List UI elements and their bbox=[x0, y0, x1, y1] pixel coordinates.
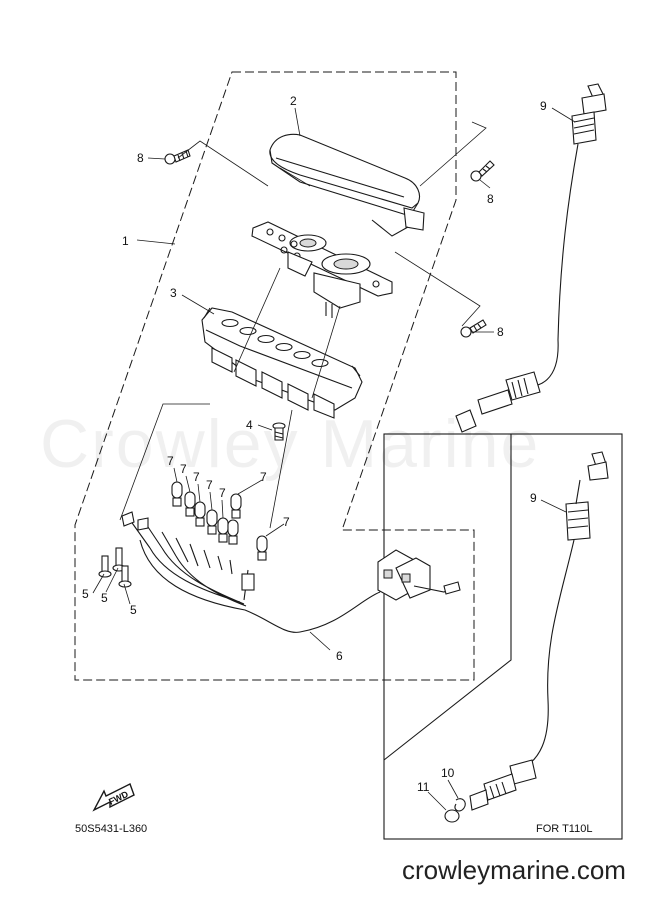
callout-9b[interactable]: 9 bbox=[530, 491, 537, 505]
leader-3 bbox=[181, 294, 215, 315]
callout-5b[interactable]: 5 bbox=[101, 591, 108, 605]
watermark: Crowley Marine bbox=[40, 406, 541, 482]
wire-harness[interactable] bbox=[121, 511, 461, 633]
callout-11[interactable]: 11 bbox=[417, 780, 430, 794]
callout-7e[interactable]: 7 bbox=[219, 486, 226, 500]
leader-7 bbox=[173, 467, 285, 537]
site-link[interactable]: crowleymarine.com bbox=[402, 855, 626, 885]
leader-8-left bbox=[177, 140, 311, 187]
screw-8-right-top[interactable] bbox=[470, 160, 495, 182]
callout-7f[interactable]: 7 bbox=[260, 470, 267, 484]
screw-5-group[interactable] bbox=[98, 547, 132, 588]
callout-8b[interactable]: 8 bbox=[487, 192, 494, 206]
meter-case[interactable] bbox=[201, 307, 363, 419]
leader-6 bbox=[309, 631, 331, 651]
callout-5a[interactable]: 5 bbox=[82, 587, 89, 601]
callout-8c[interactable]: 8 bbox=[497, 325, 504, 339]
callout-9a[interactable]: 9 bbox=[540, 99, 547, 113]
leader-8-right-bottom bbox=[394, 251, 481, 327]
variant-label: FOR T110L bbox=[536, 823, 593, 835]
speedometer-cable-main[interactable] bbox=[455, 83, 607, 433]
leader-4 bbox=[257, 424, 273, 431]
screw-4[interactable] bbox=[272, 422, 286, 441]
leader-plate-case bbox=[233, 267, 341, 399]
callout-7b[interactable]: 7 bbox=[180, 462, 187, 476]
leader-5 bbox=[92, 567, 131, 605]
leader-10 bbox=[447, 779, 459, 799]
leader-8 bbox=[147, 157, 494, 333]
callout-7a[interactable]: 7 bbox=[167, 454, 174, 468]
variant-box-divider bbox=[383, 434, 512, 761]
callout-3[interactable]: 3 bbox=[170, 286, 177, 300]
callout-7d[interactable]: 7 bbox=[206, 478, 213, 492]
meter-plate[interactable] bbox=[251, 221, 393, 318]
callout-10[interactable]: 10 bbox=[441, 766, 455, 780]
callout-4[interactable]: 4 bbox=[246, 418, 253, 432]
speedometer-cable-t110l[interactable] bbox=[469, 451, 609, 811]
leader-1 bbox=[136, 239, 176, 245]
screw-8-right-bottom[interactable] bbox=[460, 319, 487, 338]
callout-8a[interactable]: 8 bbox=[137, 151, 144, 165]
leader-9 bbox=[540, 107, 576, 513]
callout-2[interactable]: 2 bbox=[290, 94, 297, 108]
leader-case-harness bbox=[119, 403, 293, 529]
leader-8-right-top bbox=[419, 121, 487, 187]
callout-7g[interactable]: 7 bbox=[283, 515, 290, 529]
assembly-outline bbox=[74, 71, 475, 681]
fwd-arrow-icon: FWD bbox=[92, 783, 135, 812]
callout-1[interactable]: 1 bbox=[122, 234, 129, 248]
leader-11 bbox=[427, 791, 447, 811]
meter-cover[interactable] bbox=[269, 133, 425, 237]
clip-10[interactable] bbox=[454, 798, 466, 812]
callout-7c[interactable]: 7 bbox=[193, 470, 200, 484]
o-ring-11[interactable] bbox=[444, 809, 460, 823]
drawing-code: 50S5431-L360 bbox=[75, 823, 148, 835]
leader-2 bbox=[294, 107, 301, 137]
callout-6[interactable]: 6 bbox=[336, 649, 343, 663]
variant-box bbox=[383, 433, 623, 840]
callout-5c[interactable]: 5 bbox=[130, 603, 137, 617]
